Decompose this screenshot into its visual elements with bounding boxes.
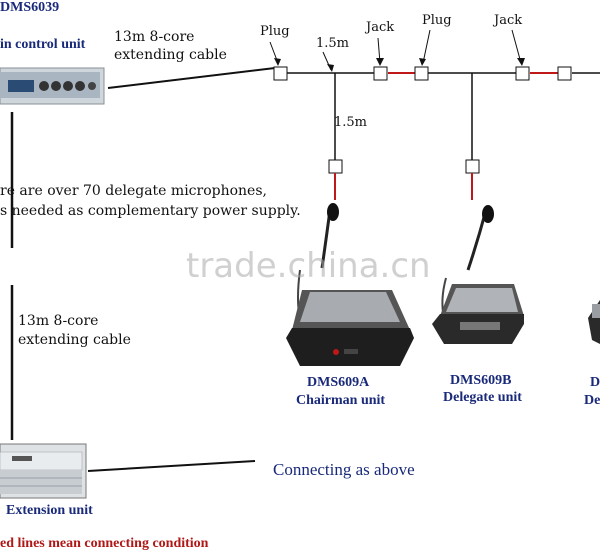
chairman-unit-name: Chairman unit [296,393,386,408]
extension-unit-device [0,443,87,499]
plug-label: Plug [260,24,290,39]
extension-unit-label: Extension unit [6,503,93,518]
left-cable-label-1: 13m 8-core [18,313,99,329]
arrow-icon [517,58,525,66]
connecting-label: Connecting as above [273,460,415,479]
delegate-unit-device [432,205,524,344]
partial-unit-model: D [590,375,600,390]
left-cable-label-2: extending cable [18,332,131,348]
main-control-unit-device [0,67,105,105]
main-unit-model: DMS6039 [0,0,60,15]
arrow-icon [327,64,334,72]
arrow-icon [419,58,426,66]
power-note-line-2: s needed as complementary power supply. [0,203,301,219]
jack-label: Jack [494,13,523,28]
drop-connector [328,159,343,174]
top-cable-label-1: 13m 8-core [114,29,195,45]
top-extension-cable [107,67,276,89]
top-cable-label-2: extending cable [114,47,227,63]
delegate-unit-name: Delegate unit [443,390,522,405]
drop-connector [465,159,480,174]
chairman-unit-model: DMS609A [307,375,370,390]
arrow-icon [376,58,384,66]
plug-label: Plug [422,13,452,28]
plug-connector [557,66,572,81]
drop-length-label: 1.5m [334,115,368,130]
arrow-icon [274,58,281,66]
delegate-unit-device-partial [588,300,600,344]
plug-connector [273,66,288,81]
jack-connector [373,66,388,81]
partial-unit-name: De [584,393,600,408]
delegate-unit-model: DMS609B [450,373,512,388]
jack-label: Jack [366,20,395,35]
main-unit-label: in control unit [0,37,86,52]
extension-out-cable [87,460,256,472]
chairman-unit-device [286,203,414,366]
length-label: 1.5m [316,36,350,51]
jack-connector [515,66,530,81]
plug-connector [414,66,429,81]
legend-text: ed lines mean connecting condition [0,536,209,551]
power-note-line-1: re are over 70 delegate microphones, [0,183,267,199]
watermark: trade.china.cn [186,246,431,286]
